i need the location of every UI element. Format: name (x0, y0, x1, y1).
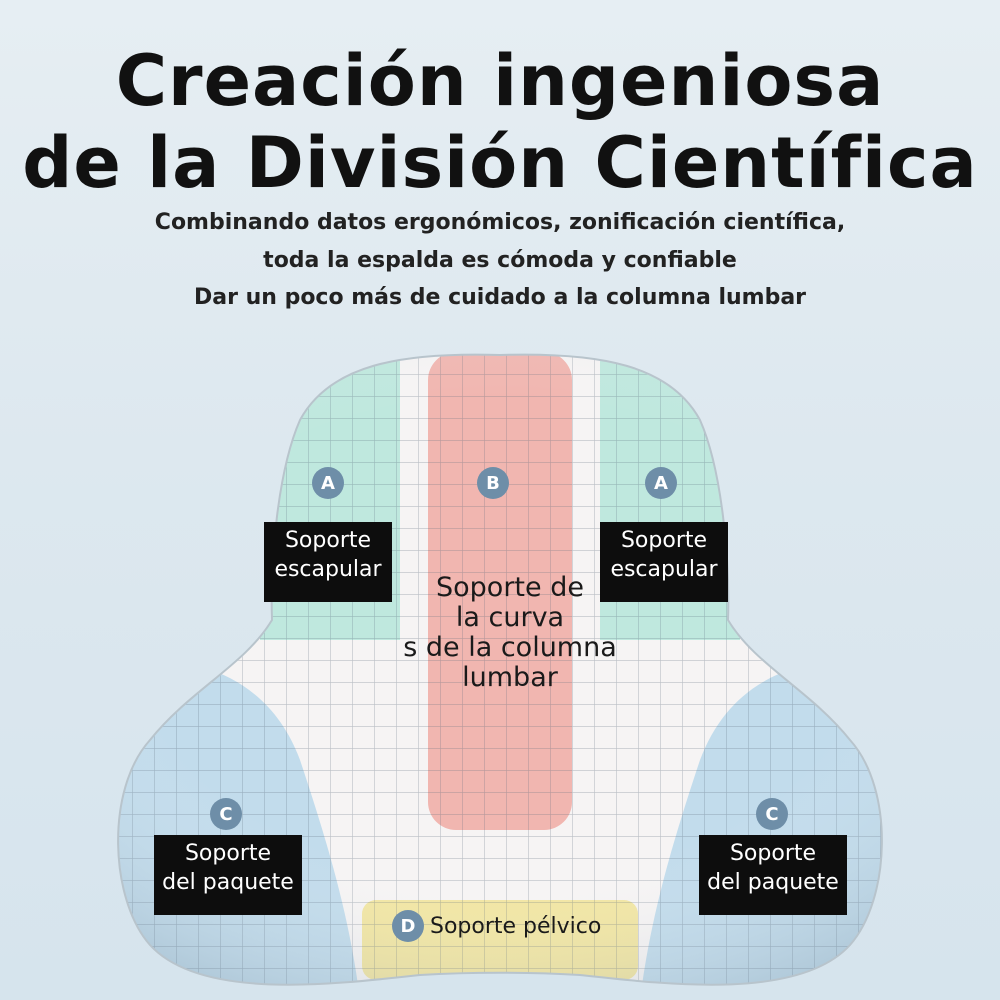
zone-a-left-label: Soporte escapular (264, 522, 392, 602)
zone-c-right-label-line-2: del paquete (707, 870, 839, 895)
zone-c-left-label: Soporte del paquete (154, 835, 302, 915)
zone-a-left-badge: A (312, 467, 344, 499)
subtitle-line-1: Combinando datos ergonómicos, zonificaci… (154, 210, 846, 235)
zone-c-right-badge: C (756, 798, 788, 830)
zone-c-left-label-line-2: del paquete (162, 870, 294, 895)
zone-a-left-label-line-1: Soporte (284, 528, 372, 553)
zone-b-label-line-2: la curva (455, 602, 565, 633)
zone-d-label: D Soporte pélvico (392, 906, 601, 946)
zone-a-right-label-line-2: escapular (610, 557, 718, 582)
title-line-1: Creación ingeniosa (115, 40, 885, 122)
zone-a-right-label-line-1: Soporte (620, 528, 708, 553)
zone-a-right-label: Soporte escapular (600, 522, 728, 602)
zone-d-badge: D (392, 910, 424, 942)
title-line-2: de la División Científica (22, 122, 978, 204)
zone-a-left-label-line-2: escapular (274, 557, 382, 582)
zone-d-label-text: Soporte pélvico (430, 913, 602, 939)
zone-b-label: Soporte de la curva s de la columna lumb… (360, 573, 660, 693)
zone-b-badge: B (477, 467, 509, 499)
zone-c-right-label: Soporte del paquete (699, 835, 847, 915)
zone-c-left-badge: C (210, 798, 242, 830)
zone-b-label-line-4: lumbar (462, 662, 558, 693)
zone-b-label-line-1: Soporte de (436, 572, 584, 603)
zone-c-left-label-line-1: Soporte (184, 841, 272, 866)
subtitle-line-2: toda la espalda es cómoda y confiable (263, 248, 737, 273)
zone-c-right-label-line-1: Soporte (729, 841, 817, 866)
subtitle-line-3: Dar un poco más de cuidado a la columna … (193, 285, 807, 310)
zone-a-right-badge: A (645, 467, 677, 499)
zone-b-label-line-3: s de la columna (403, 632, 617, 663)
